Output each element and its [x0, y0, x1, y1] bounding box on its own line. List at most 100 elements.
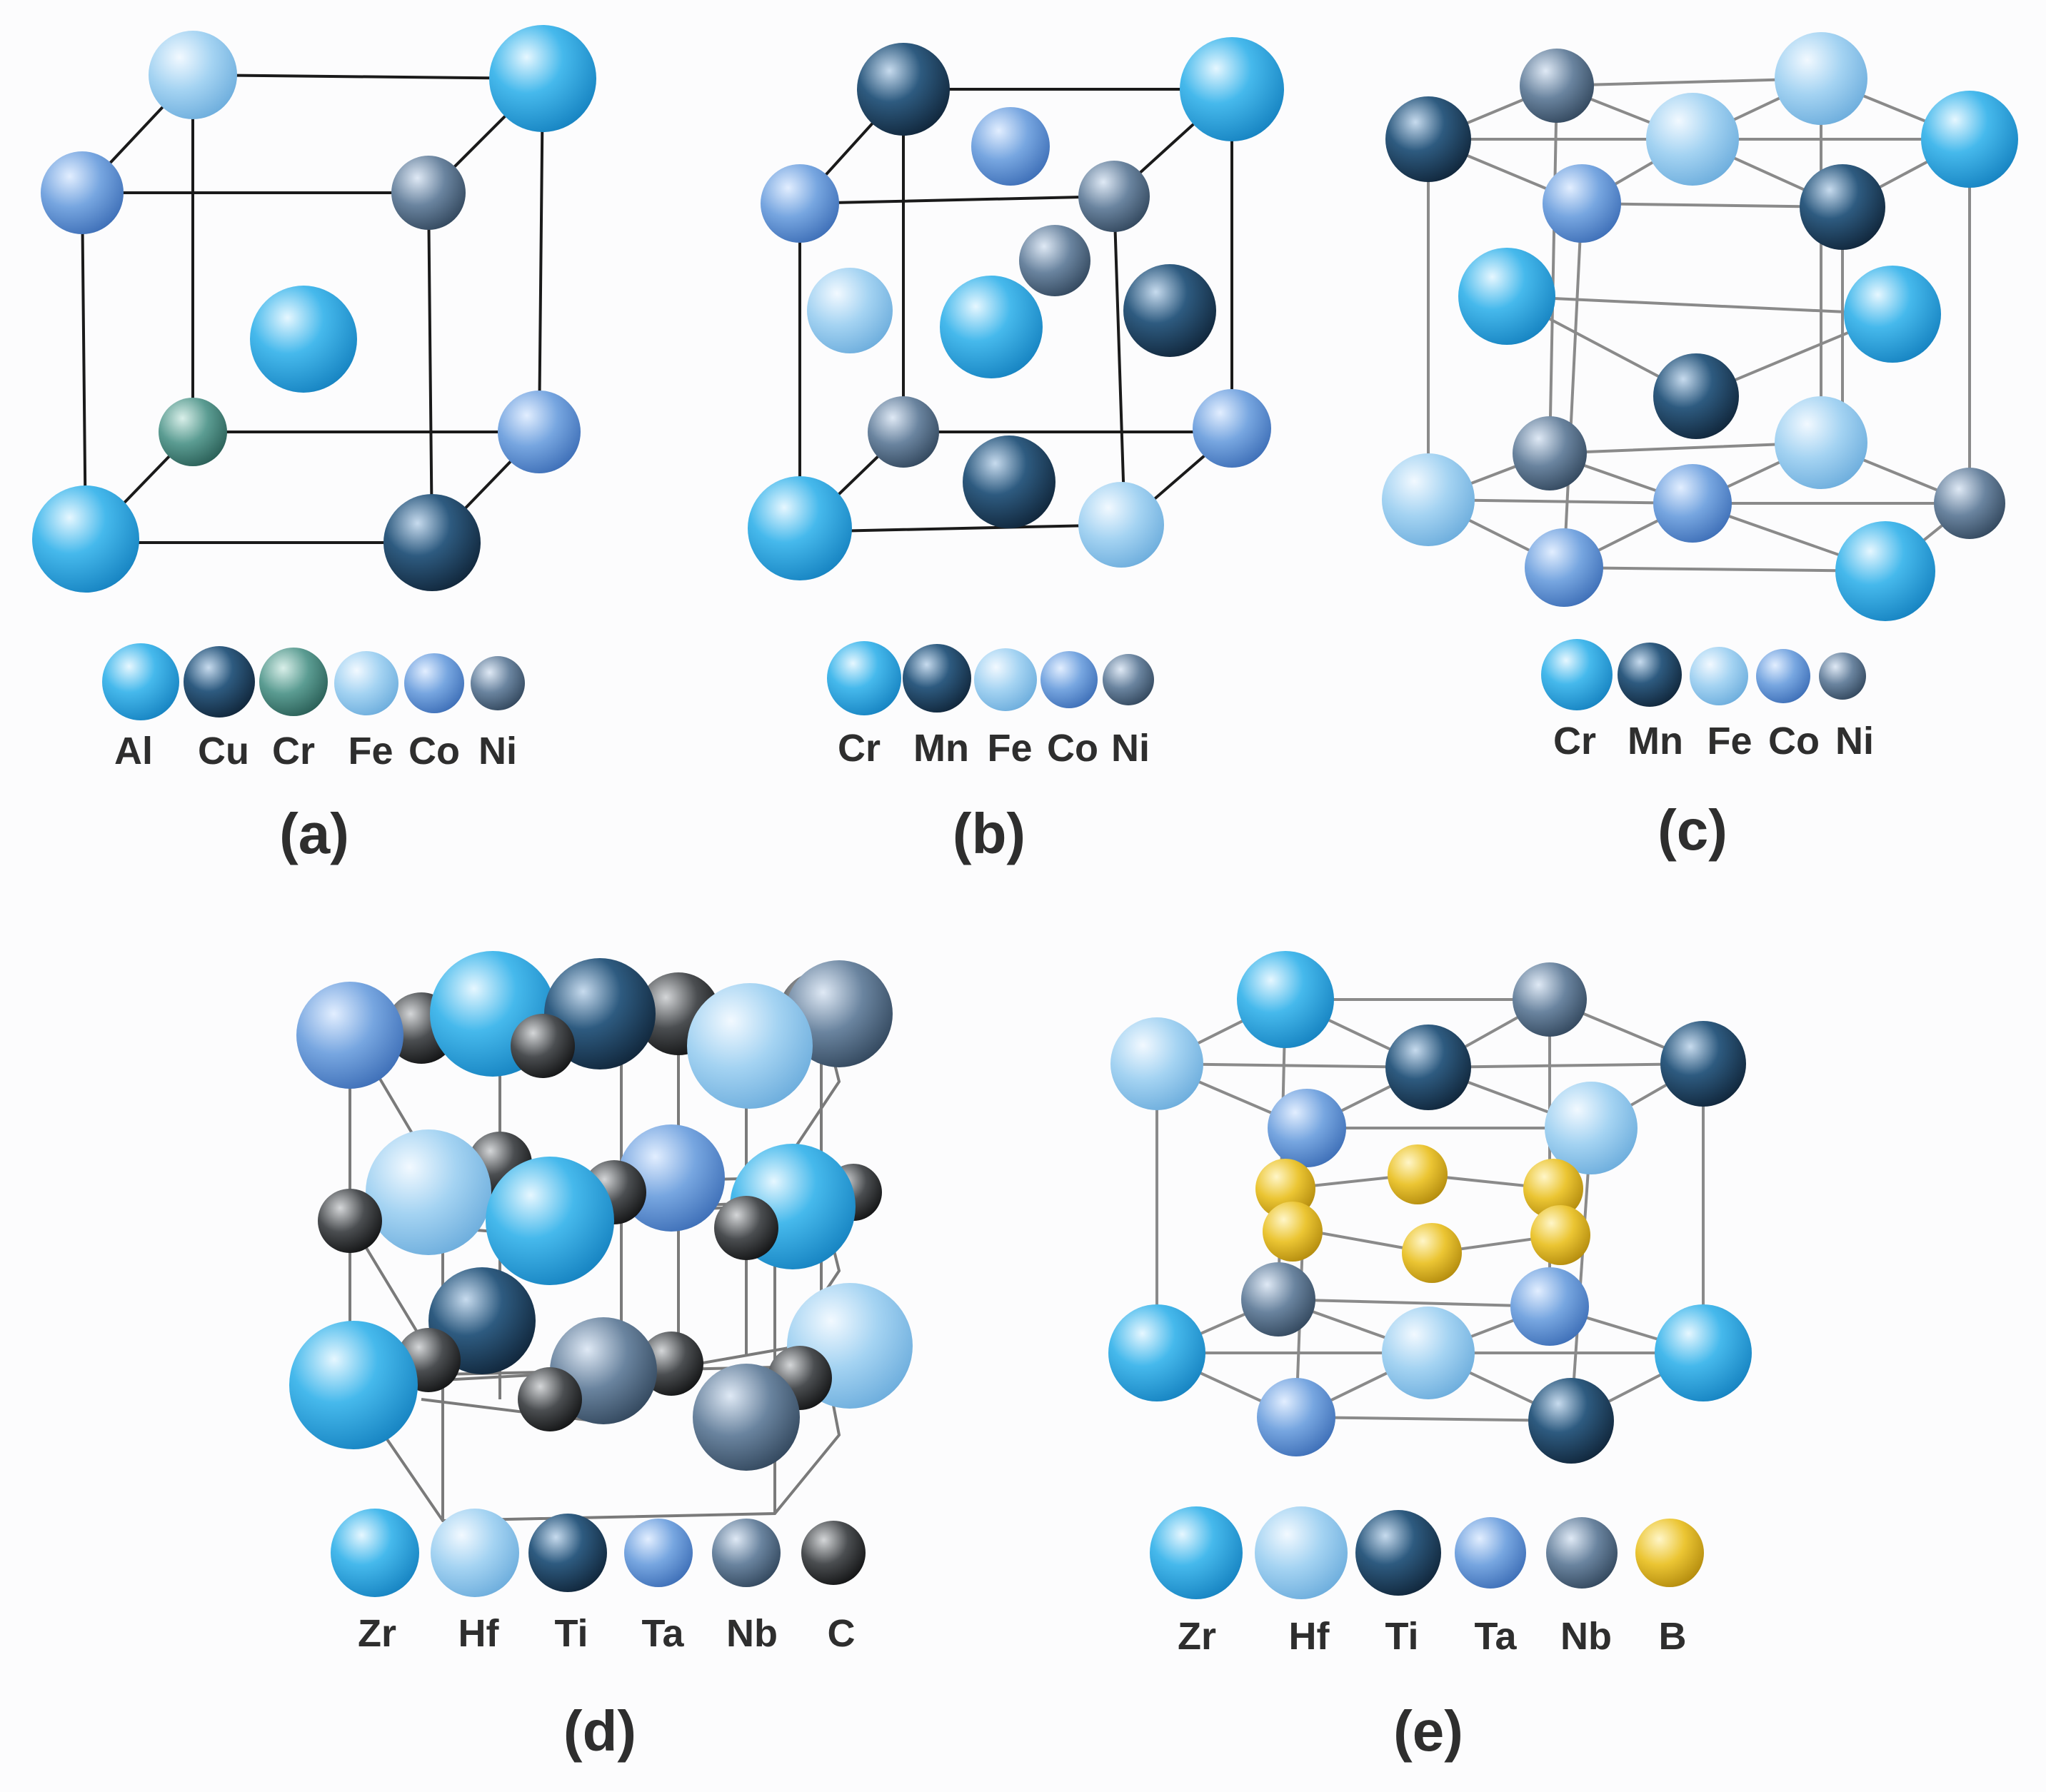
- legend-swatch-cu: [184, 646, 255, 718]
- legend-swatch-co: [404, 653, 464, 713]
- legend-swatch-mn: [1618, 643, 1682, 707]
- atom-ti: [1385, 1025, 1471, 1110]
- atom-ni: [1934, 468, 2005, 539]
- atom-fe: [149, 31, 237, 119]
- legend-label: Ni: [1111, 727, 1150, 770]
- atom-b: [1523, 1159, 1583, 1219]
- legend-label: Ta: [1474, 1615, 1517, 1658]
- legend-label: Co: [1047, 727, 1098, 770]
- legend-swatch-al: [102, 643, 179, 720]
- panel-caption-d: (d): [563, 1699, 636, 1763]
- atom-ni: [391, 156, 466, 230]
- legend-swatch-co: [1756, 649, 1810, 703]
- atom-co: [498, 391, 581, 473]
- legend-swatch-c: [801, 1521, 866, 1585]
- atom-co: [761, 164, 839, 243]
- legend-swatch-co: [1040, 651, 1098, 708]
- legend-label: Mn: [913, 727, 969, 770]
- atom-mn: [1800, 164, 1885, 250]
- atom-fe: [1775, 32, 1867, 125]
- atom-cr: [1180, 37, 1284, 141]
- atom-ti: [1660, 1021, 1746, 1107]
- panel-e-legend: Zr Hf Ti Ta Nb B: [1150, 1506, 1704, 1658]
- atom-cr-face: [940, 276, 1043, 378]
- legend-label: Ta: [641, 1612, 684, 1655]
- atom-fe: [1775, 396, 1867, 489]
- panel-a-structure: [32, 25, 596, 593]
- atom-co: [1653, 464, 1732, 543]
- legend-label: C: [828, 1612, 856, 1655]
- atom-zr: [1655, 1304, 1752, 1401]
- legend-swatch-fe: [1690, 647, 1748, 705]
- legend-swatch-hf: [1255, 1506, 1348, 1599]
- panel-a-legend: Al Cu Cr Fe Co Ni: [102, 643, 525, 772]
- legend-swatch-cr: [827, 641, 901, 715]
- panel-caption-a: (a): [279, 802, 349, 865]
- atom-b: [1530, 1205, 1590, 1265]
- legend-label: Ti: [1385, 1615, 1418, 1658]
- atom-hf: [366, 1129, 491, 1255]
- legend-swatch-nb: [1546, 1517, 1618, 1589]
- atom-cr: [748, 476, 852, 580]
- atom-zr: [1237, 951, 1334, 1048]
- atom-ta: [1257, 1378, 1335, 1456]
- legend-swatch-ni: [1103, 654, 1154, 705]
- legend-swatch-fe: [334, 651, 398, 715]
- atom-ni: [868, 396, 939, 468]
- legend-swatch-ta: [1455, 1517, 1526, 1589]
- legend-label: Nb: [726, 1612, 778, 1655]
- legend-swatch-hf: [431, 1509, 519, 1597]
- atom-c: [318, 1189, 382, 1253]
- atom-co: [41, 151, 124, 234]
- atom-ni: [1520, 49, 1594, 123]
- legend-label: Fe: [987, 727, 1032, 770]
- atom-cr: [1921, 91, 2018, 188]
- panel-c-structure: [1382, 32, 2018, 621]
- atom-c: [511, 1014, 575, 1078]
- atom-mn-face: [1123, 264, 1216, 357]
- legend-label: Ni: [478, 730, 517, 772]
- panel-caption-e: (e): [1393, 1699, 1463, 1763]
- legend-label: Zr: [1178, 1615, 1216, 1658]
- atom-ta: [1510, 1267, 1589, 1346]
- atom-hf: [1382, 1307, 1475, 1399]
- atom-ni: [1513, 416, 1587, 490]
- atom-mn: [857, 43, 950, 136]
- legend-swatch-zr: [331, 1509, 419, 1597]
- atom-co: [1525, 528, 1603, 607]
- legend-label: Hf: [458, 1612, 500, 1655]
- panel-d-structure: [289, 951, 913, 1523]
- atom-al: [489, 25, 596, 132]
- atom-ni-face: [1019, 225, 1090, 296]
- atom-zr: [1108, 1304, 1205, 1401]
- legend-label: Nb: [1560, 1615, 1612, 1658]
- legend-label: Cu: [198, 730, 249, 772]
- legend-label: Co: [1768, 720, 1820, 762]
- legend-swatch-ta: [624, 1519, 693, 1587]
- legend-label: Cr: [1553, 720, 1596, 762]
- atom-ta: [1268, 1089, 1346, 1167]
- atom-al-center: [250, 286, 357, 393]
- legend-label: B: [1659, 1615, 1687, 1658]
- legend-label: Zr: [358, 1612, 396, 1655]
- atom-b: [1263, 1202, 1323, 1262]
- atom-zr: [289, 1321, 418, 1449]
- atom-ta: [296, 982, 403, 1089]
- legend-swatch-nb: [712, 1519, 781, 1587]
- legend-label: Ti: [554, 1612, 588, 1655]
- atom-c: [714, 1196, 778, 1260]
- atom-nb: [1513, 962, 1587, 1037]
- atom-co-face: [971, 107, 1050, 186]
- panel-caption-b: (b): [953, 802, 1025, 865]
- atom-ni: [1078, 161, 1150, 232]
- legend-swatch-cr: [259, 648, 328, 716]
- atom-mn: [1385, 96, 1471, 182]
- atom-al: [32, 485, 139, 593]
- legend-swatch-ni: [1819, 653, 1866, 700]
- atom-hf: [1110, 1017, 1203, 1110]
- legend-label: Ni: [1835, 720, 1874, 762]
- atom-cr: [1458, 248, 1555, 345]
- atom-b: [1388, 1144, 1448, 1204]
